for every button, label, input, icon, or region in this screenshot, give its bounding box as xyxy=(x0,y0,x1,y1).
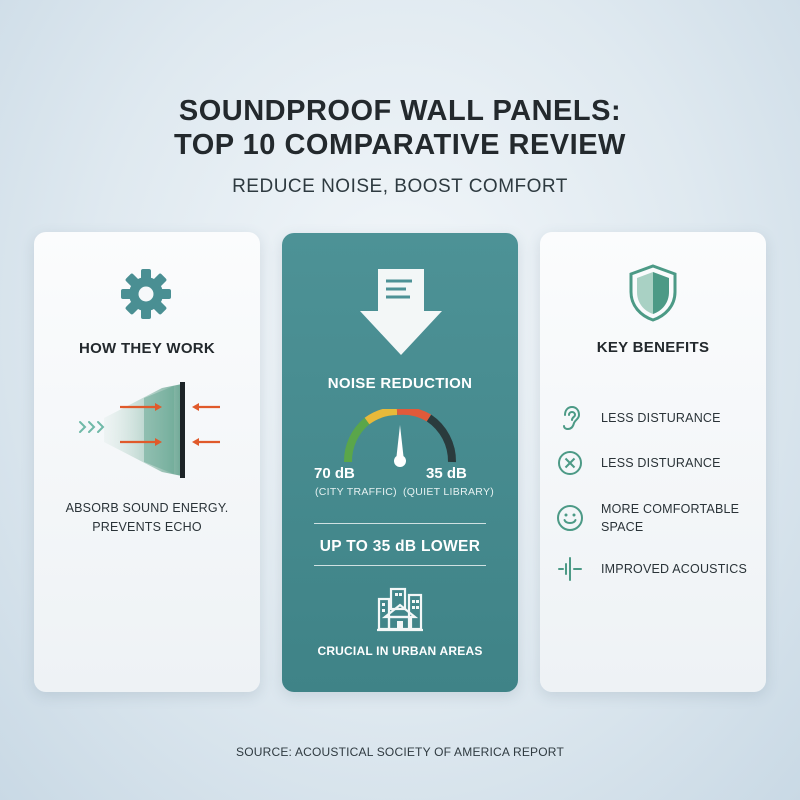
benefit-label: IMPROVED ACOUSTICS xyxy=(601,562,747,576)
noise-reduction-heading: NOISE REDUCTION xyxy=(327,375,473,392)
title-line-2: TOP 10 COMPARATIVE REVIEW xyxy=(174,129,626,161)
benefit-item-3: MORE COMFORTABLE SPACE xyxy=(556,500,756,536)
header: SOUNDPROOF WALL PANELS: TOP 10 COMPARATI… xyxy=(0,94,800,198)
left-db-label: (CITY TRAFFIC) xyxy=(315,486,397,498)
stat-divider-bottom xyxy=(314,565,486,566)
how-they-work-description: ABSORB SOUND ENERGY. PREVENTS ECHO xyxy=(34,499,260,537)
benefit-item-2: LESS DISTURANCE xyxy=(556,449,756,477)
benefit-label: MORE COMFORTABLE SPACE xyxy=(601,502,740,534)
page-subtitle: REDUCE NOISE, BOOST COMFORT xyxy=(232,176,568,197)
acoustics-icon xyxy=(558,557,582,581)
urban-areas-note: CRUCIAL IN URBAN AREAS xyxy=(317,644,483,658)
ear-icon xyxy=(563,405,581,431)
smile-icon xyxy=(557,505,583,531)
right-db-label: (QUIET LIBRARY) xyxy=(403,486,495,498)
noise-reduction-stat: UP TO 35 dB LOWER xyxy=(319,538,481,555)
title-line-1: SOUNDPROOF WALL PANELS: xyxy=(178,95,622,127)
how-they-work-heading: HOW THEY WORK xyxy=(78,340,216,357)
page-title: SOUNDPROOF WALL PANELS: TOP 10 COMPARATI… xyxy=(0,94,800,162)
left-db-value: 70 dB xyxy=(314,465,355,482)
source-citation: SOURCE: ACOUSTICAL SOCIETY OF AMERICA RE… xyxy=(236,745,564,759)
benefit-item-4: IMPROVED ACOUSTICS xyxy=(556,555,756,583)
gear-icon xyxy=(121,269,171,319)
description-line-2: PREVENTS ECHO xyxy=(92,520,202,534)
benefit-label: LESS DISTURANCE xyxy=(601,411,721,425)
noise-reduction-card: NOISE REDUCTION 70 dB (CITY TRAFFIC) 35 … xyxy=(282,233,518,692)
key-benefits-card: KEY BENEFITS LESS DISTURANCE LESS DISTUR… xyxy=(540,232,766,692)
stat-divider-top xyxy=(314,523,486,524)
how-they-work-card: HOW THEY WORK ABSORB SOUND ENERGY. PREVE… xyxy=(34,232,260,692)
city-icon xyxy=(377,587,423,632)
down-arrow-icon xyxy=(360,269,442,355)
description-line-1: ABSORB SOUND ENERGY. xyxy=(65,501,229,515)
benefit-label: LESS DISTURANCE xyxy=(601,456,721,470)
gauge-icon xyxy=(343,409,457,467)
x-circle-icon xyxy=(558,451,582,475)
benefit-item-1: LESS DISTURANCE xyxy=(556,404,756,432)
sound-panel-diagram xyxy=(79,382,220,478)
key-benefits-heading: KEY BENEFITS xyxy=(596,339,710,356)
shield-icon xyxy=(629,264,677,322)
right-db-value: 35 dB xyxy=(426,465,467,482)
